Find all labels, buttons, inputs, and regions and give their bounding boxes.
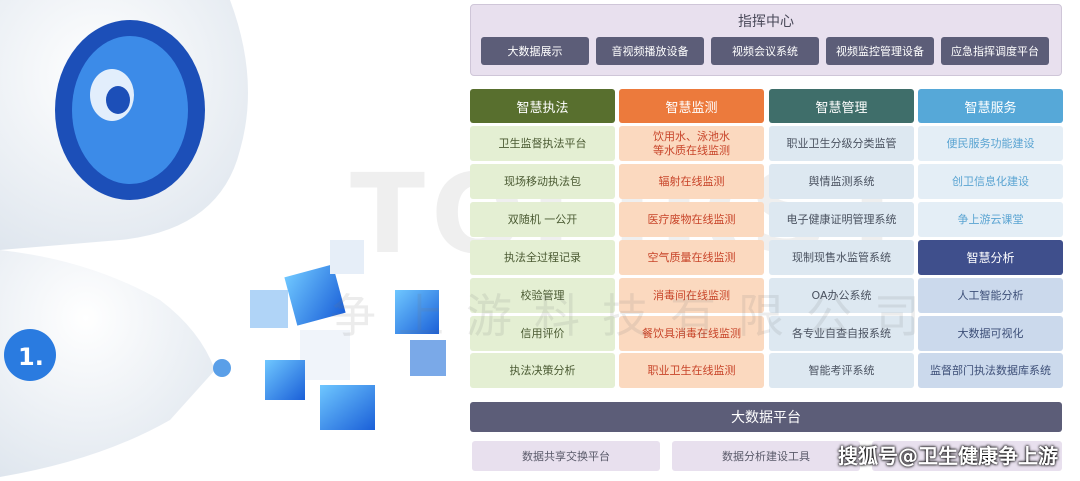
module-item[interactable]: 便民服务功能建设: [918, 126, 1063, 161]
av-playback-button[interactable]: 音视频播放设备: [596, 37, 704, 65]
command-center-title: 指挥中心: [738, 14, 794, 30]
data-exchange-platform[interactable]: 数据共享交换平台: [472, 441, 660, 471]
column-header[interactable]: 智慧执法: [470, 89, 615, 123]
column-header[interactable]: 智慧管理: [769, 89, 914, 123]
module-item[interactable]: 职业卫生分级分类监管: [769, 126, 914, 161]
module-item[interactable]: 饮用水、泳池水 等水质在线监测: [619, 126, 764, 161]
mascot-illustration: 1.: [0, 0, 470, 477]
data-analysis-tools[interactable]: 数据分析建设工具: [672, 441, 860, 471]
module-item[interactable]: 双随机 一公开: [470, 202, 615, 237]
module-item[interactable]: 现制现售水监管系统: [769, 240, 914, 275]
platform-item-3[interactable]: [872, 441, 1062, 471]
module-item[interactable]: 辐射在线监测: [619, 164, 764, 199]
column-header[interactable]: 智慧服务: [918, 89, 1063, 123]
video-conference-button[interactable]: 视频会议系统: [711, 37, 819, 65]
big-data-display-button[interactable]: 大数据展示: [481, 37, 589, 65]
watermark-company: 争上游科技有限公司: [330, 289, 942, 343]
module-item[interactable]: 医疗废物在线监测: [619, 202, 764, 237]
module-item[interactable]: 创卫信息化建设: [918, 164, 1063, 199]
big-data-platform: 大数据平台: [470, 402, 1062, 432]
analysis-header[interactable]: 智慧分析: [918, 240, 1063, 275]
module-item[interactable]: 舆情监测系统: [769, 164, 914, 199]
module-item[interactable]: 消毒间在线监测: [619, 278, 764, 313]
module-item[interactable]: 现场移动执法包: [470, 164, 615, 199]
module-item[interactable]: OA办公系统: [769, 278, 914, 313]
column-header[interactable]: 智慧监测: [619, 89, 764, 123]
module-item[interactable]: 执法全过程记录: [470, 240, 615, 275]
analysis-item[interactable]: 人工智能分析: [918, 278, 1063, 313]
module-item[interactable]: 各专业自查自报系统: [769, 316, 914, 351]
emergency-dispatch-button[interactable]: 应急指挥调度平台: [941, 37, 1049, 65]
source-watermark: 搜狐号@卫生健康争上游: [838, 444, 1058, 468]
module-item[interactable]: 职业卫生在线监测: [619, 353, 764, 388]
module-item[interactable]: 餐饮具消毒在线监测: [619, 316, 764, 351]
module-item[interactable]: 电子健康证明管理系统: [769, 202, 914, 237]
svg-text:1.: 1.: [18, 343, 44, 371]
analysis-item[interactable]: 监督部门执法数据库系统: [918, 353, 1063, 388]
robot-mascot-icon: 1.: [0, 0, 446, 477]
module-item[interactable]: 智能考评系统: [769, 353, 914, 388]
module-item[interactable]: 执法决策分析: [470, 353, 615, 388]
module-item[interactable]: 卫生监督执法平台: [470, 126, 615, 161]
video-surveillance-button[interactable]: 视频监控管理设备: [826, 37, 934, 65]
analysis-item[interactable]: 大数据可视化: [918, 316, 1063, 351]
module-item[interactable]: 空气质量在线监测: [619, 240, 764, 275]
module-item[interactable]: 信用评价: [470, 316, 615, 351]
module-item[interactable]: 争上游云课堂: [918, 202, 1063, 237]
command-center-panel: 指挥中心 大数据展示 音视频播放设备 视频会议系统 视频监控管理设备 应急指挥调…: [470, 4, 1062, 76]
module-item[interactable]: 校验管理: [470, 278, 615, 313]
